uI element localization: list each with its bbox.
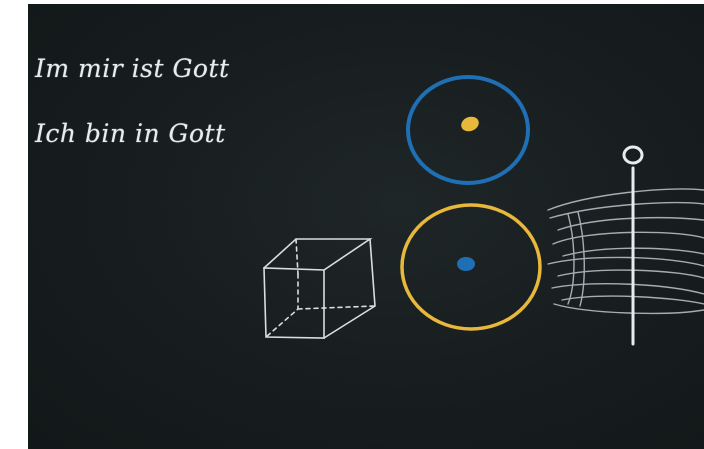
blue-dot	[457, 257, 475, 271]
blackboard: Im mir ist Gott Ich bin in Gott	[28, 4, 704, 449]
cube-sketch	[264, 239, 375, 338]
stick-knob	[624, 147, 642, 163]
yellow-dot	[459, 114, 481, 133]
chalk-drawing	[28, 4, 704, 449]
spiral-sketch	[548, 189, 704, 313]
